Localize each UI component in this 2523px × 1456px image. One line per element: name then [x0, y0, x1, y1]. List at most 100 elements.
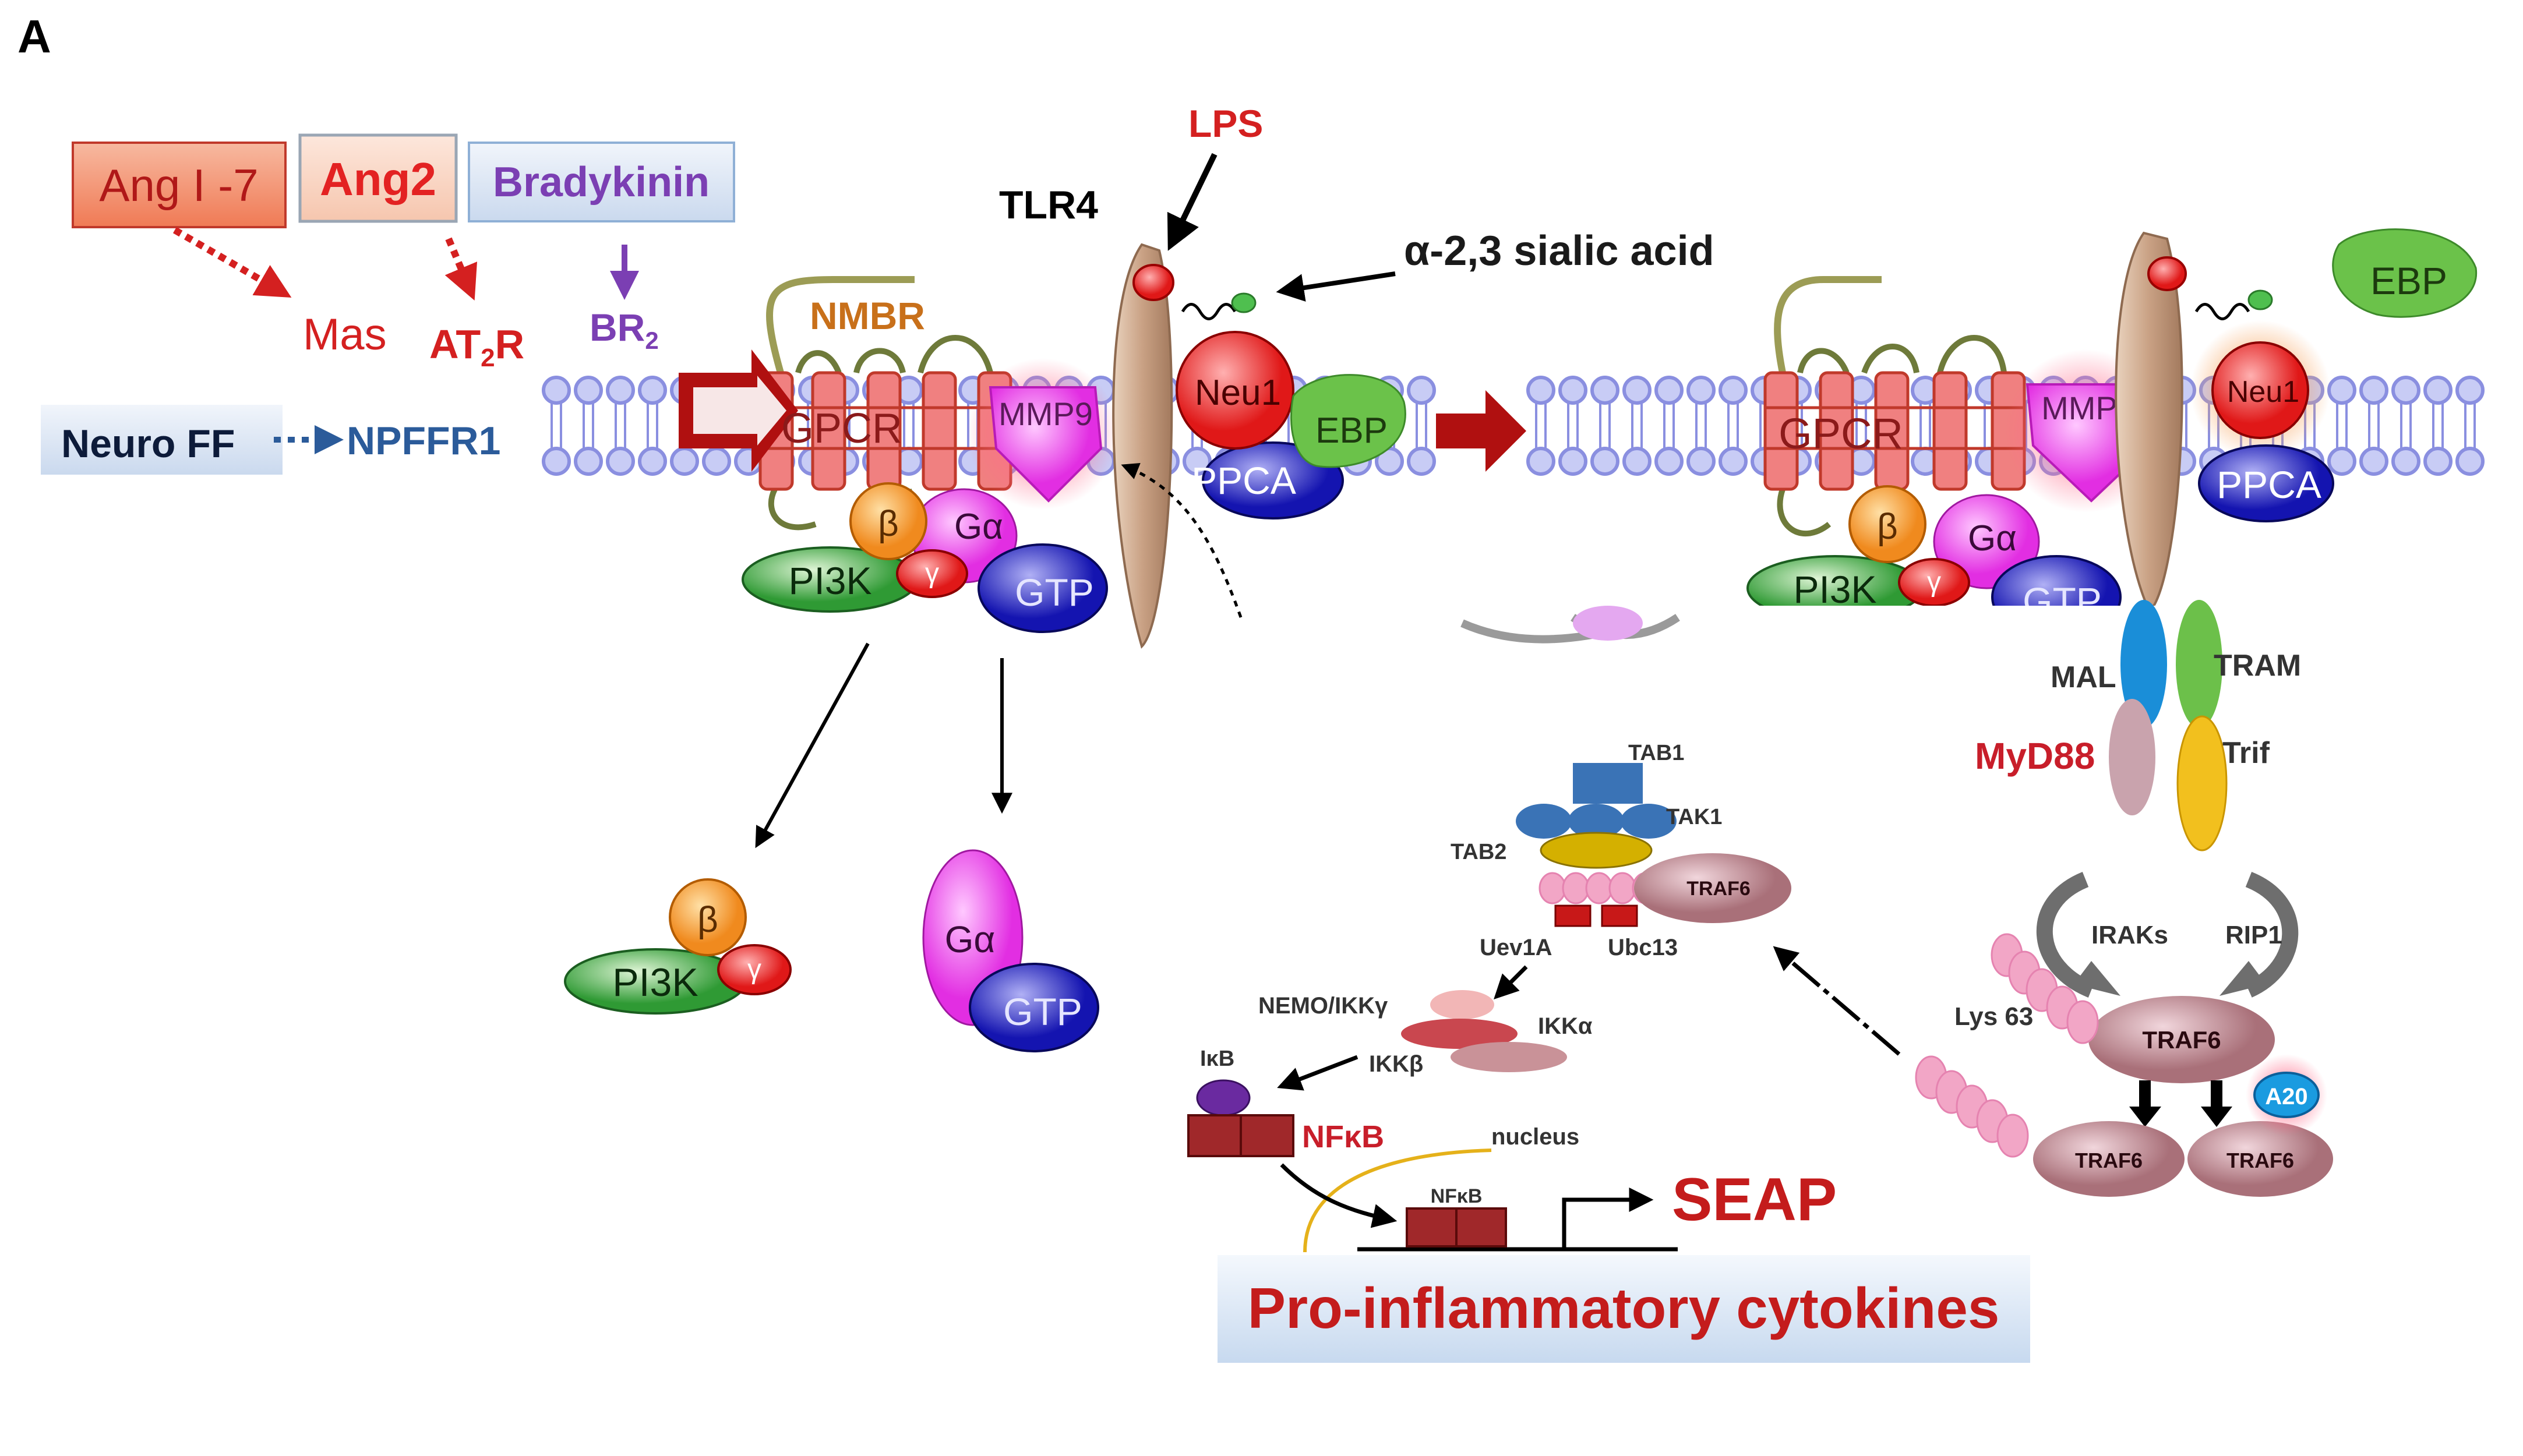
galpha-released-label: Gα: [945, 918, 996, 960]
gpcr-extracellular-loops: [795, 335, 993, 374]
lipid-head-inner: [702, 447, 731, 476]
lipid-head-inner: [1526, 447, 1555, 476]
lipid-head-inner: [1622, 447, 1652, 476]
a20-label: A20: [2265, 1084, 2307, 1109]
lys63-ubiquitin-chain-upper: [1991, 933, 2099, 1044]
ubiquitin-bead: [1608, 872, 1636, 904]
traf6-b: [2187, 1121, 2333, 1197]
lps-binding-site-left: [1132, 264, 1174, 301]
pi3k-released-label: PI3K: [612, 960, 698, 1005]
cropped-fragment-pink: [1573, 606, 1643, 641]
banner-label: Pro-inflammatory cytokines: [1248, 1276, 2000, 1340]
ppca-right: [2198, 444, 2334, 522]
beta-right: [1848, 485, 1926, 563]
trif-label: Trif: [2222, 736, 2270, 770]
lipid-head-outer: [1558, 376, 1587, 405]
ikkb-label: IKKβ: [1369, 1051, 1423, 1077]
lipid-head-inner: [606, 447, 635, 476]
ubiquitin-bead: [1538, 872, 1566, 904]
transcription-start-arrow: [1562, 1188, 1654, 1249]
lps-arrow: [1167, 153, 1218, 251]
at2r-label: AT2R: [429, 321, 524, 372]
lipid-head-outer: [2455, 376, 2485, 405]
pi3k-label-right: PI3K: [1793, 568, 1876, 611]
ang17-label: Ang I -7: [99, 160, 258, 211]
ikkb-shape: [1451, 1042, 1567, 1072]
gamma-label-left: γ: [925, 558, 939, 589]
gtp-released: [969, 963, 1099, 1052]
lipid-head-inner: [1654, 447, 1684, 476]
ubc13-shape: [1601, 904, 1638, 927]
pi3k-label-left: PI3K: [788, 559, 871, 602]
sialic-acid-arrow: [1276, 271, 1396, 302]
sialic-chain-left: [1181, 303, 1237, 320]
tram-shape: [2176, 600, 2222, 728]
ikka-label: IKKα: [1538, 1013, 1593, 1039]
gtp-label-left: GTP: [1015, 571, 1094, 614]
ligand-neuroff-box: Neuro FF: [41, 405, 283, 475]
mmp9-label-left: MMP9: [998, 395, 1093, 432]
beta-left: [849, 482, 927, 560]
sialic-acid-label: α-2,3 sialic acid: [1404, 228, 1714, 274]
nmbr-label: NMBR: [810, 294, 925, 337]
lipid-head-inner: [1407, 447, 1436, 476]
lipid-head-inner: [1183, 447, 1212, 476]
nemo-label: NEMO/IKKγ: [1258, 993, 1388, 1019]
nfkb-dna-block-b: [1455, 1207, 1507, 1248]
lipid-head-outer: [2327, 376, 2356, 405]
gpcr-extracellular-loops-right: [1797, 335, 2007, 374]
gtp-released-label: GTP: [1003, 990, 1082, 1033]
lipid-head-outer: [2423, 376, 2453, 405]
ikka-shape: [1401, 1019, 1518, 1049]
lipid-head-outer: [574, 376, 603, 405]
traf6-a-label: TRAF6: [2075, 1148, 2143, 1172]
beta-label-right: β: [1877, 507, 1898, 547]
lipid-head-outer: [1686, 376, 1716, 405]
neu1-label-right: Neu1: [2227, 375, 2299, 409]
traf6-tak-label: TRAF6: [1686, 878, 1751, 900]
sialic-residue-left: [1231, 292, 1257, 313]
lipid-head-inner: [638, 447, 667, 476]
nmbr-loop: [766, 276, 915, 374]
br2-label: BR2: [590, 306, 659, 354]
lipid-head-inner: [2359, 447, 2388, 476]
traf6-b-label: TRAF6: [2226, 1148, 2294, 1172]
ligand-ang2-box: Ang2: [298, 133, 458, 223]
gamma-label-right: γ: [1927, 567, 1941, 598]
ang2-to-at2r-arrow: [444, 237, 478, 301]
ubiquitin-bead: [1585, 872, 1613, 904]
lipid-head-outer: [638, 376, 667, 405]
nmbr-loop-right: [1774, 276, 1882, 374]
lipid-head-outer: [2391, 376, 2420, 405]
seap-label: SEAP: [1672, 1166, 1837, 1234]
traf6-main-label: TRAF6: [2142, 1026, 2221, 1054]
ubc13-label: Ubc13: [1608, 935, 1678, 960]
myd88-shape: [2109, 699, 2155, 815]
mmp9-left: [989, 386, 1103, 503]
ebp-label-free: EBP: [2370, 259, 2447, 302]
ligand-ang17-box: Ang I -7: [72, 142, 287, 228]
mas-label: Mas: [303, 310, 387, 359]
rip1-label: RIP1: [2225, 921, 2282, 949]
lipid-head-outer: [1590, 376, 1619, 405]
neu1-left: [1176, 331, 1294, 450]
gpcr-label-left: GPCR: [781, 405, 902, 452]
gtp-left: [978, 543, 1108, 633]
tab2-label: TAB2: [1451, 840, 1506, 864]
sialic-chain-right: [2194, 303, 2250, 320]
nfkb-label: NFκB: [1302, 1119, 1384, 1154]
sialic-residue-right: [2247, 289, 2273, 310]
traf6-to-tak1-arrow: [1773, 946, 1901, 1056]
gamma-released-label: γ: [747, 954, 761, 985]
tab1-block: [1573, 763, 1643, 804]
nfkb-block-b: [1240, 1114, 1294, 1157]
panel-label: A: [17, 10, 51, 62]
tak1-label: TAK1: [1666, 805, 1722, 829]
cytokine-banner: [1218, 1255, 2030, 1363]
traf6-tak: [1634, 853, 1791, 923]
lipid-head-outer: [1719, 376, 1748, 405]
tak1-to-ikk-arrow: [1494, 965, 1528, 999]
ang17-to-mas-arrow: [172, 227, 292, 298]
lipid-head-outer: [2359, 376, 2388, 405]
